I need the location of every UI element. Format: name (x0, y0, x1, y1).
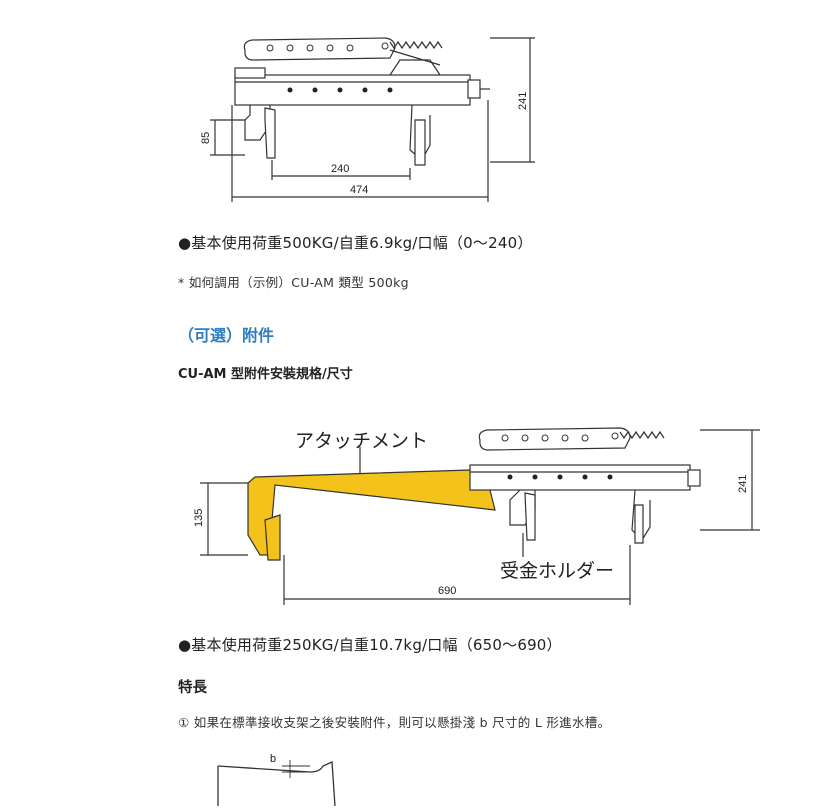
dim2-left-label: 135 (193, 509, 205, 527)
spec-line-2: ●基本使用荷重250KG/自重10.7kg/口幅（650～690） (178, 636, 562, 654)
feature-item-1: ① 如果在標準接收支架之後安裝附件，則可以懸掛淺 b 尺寸的 L 形進水槽。 (178, 715, 611, 730)
section-subheading: CU-AM 型附件安裝規格/尺寸 (178, 367, 353, 382)
holder-label: 受金ホルダー (500, 560, 614, 582)
dim2-height-label: 241 (737, 475, 749, 493)
section-heading: （可選）附件 (178, 326, 275, 345)
label-b: b (270, 753, 276, 765)
note-line: * 如何調用（示例）CU-AM 類型 500kg (178, 275, 409, 290)
dim-left-label: 85 (200, 132, 212, 144)
dim-jaw-label: 240 (331, 163, 349, 175)
trough-profile-diagram: b (217, 753, 336, 807)
clamp-diagram: 241 85 240 474 (200, 37, 535, 202)
attachment-label: アタッチメント (295, 430, 428, 452)
attachment-diagram: アタッチメント 受金ホルダー 241 135 690 (193, 427, 760, 605)
dim-height-label: 241 (517, 92, 529, 110)
spec-line-1: ●基本使用荷重500KG/自重6.9kg/口幅（0～240） (178, 234, 533, 252)
dim-total-label: 474 (350, 184, 368, 196)
dim2-span-label: 690 (438, 585, 456, 597)
features-title: 特長 (178, 680, 207, 696)
